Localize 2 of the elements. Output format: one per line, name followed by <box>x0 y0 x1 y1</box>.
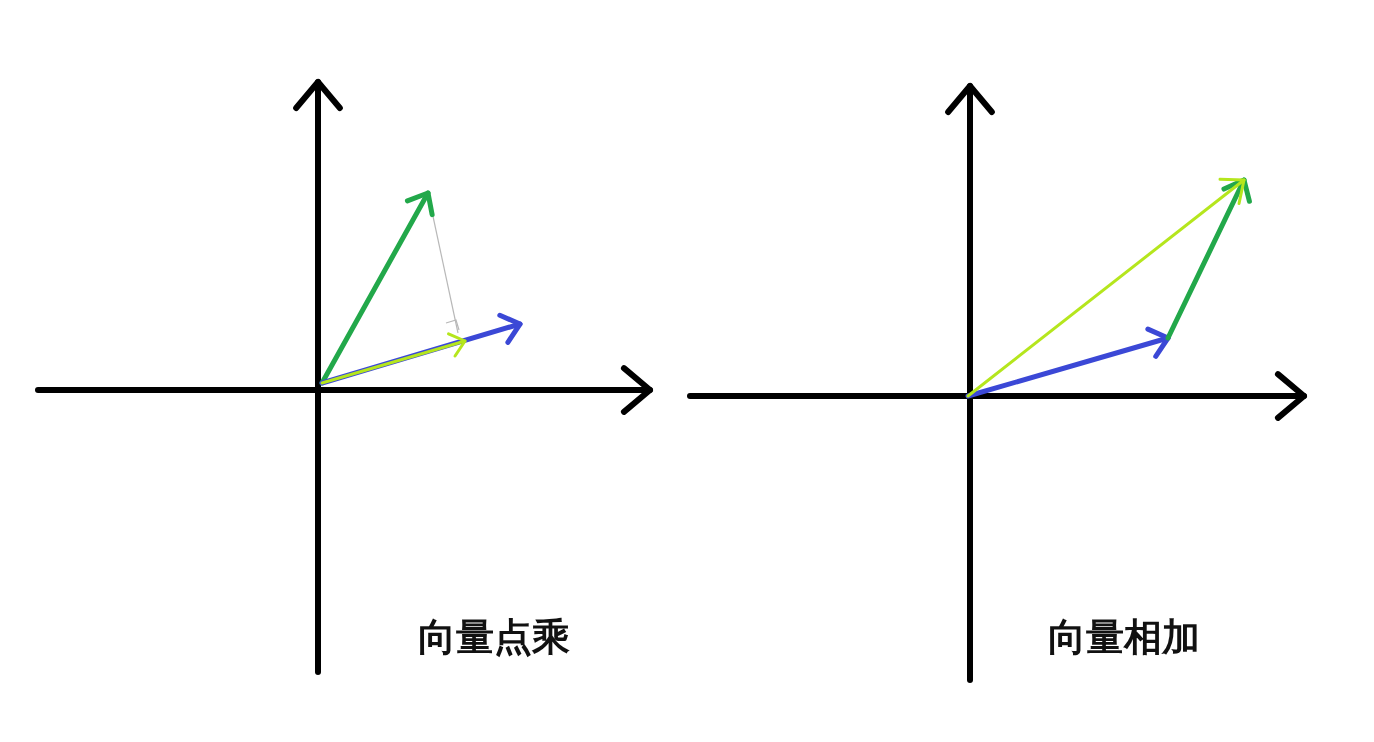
caption: 向量点乘 <box>418 618 570 656</box>
caption: 向量相加 <box>1048 618 1200 656</box>
